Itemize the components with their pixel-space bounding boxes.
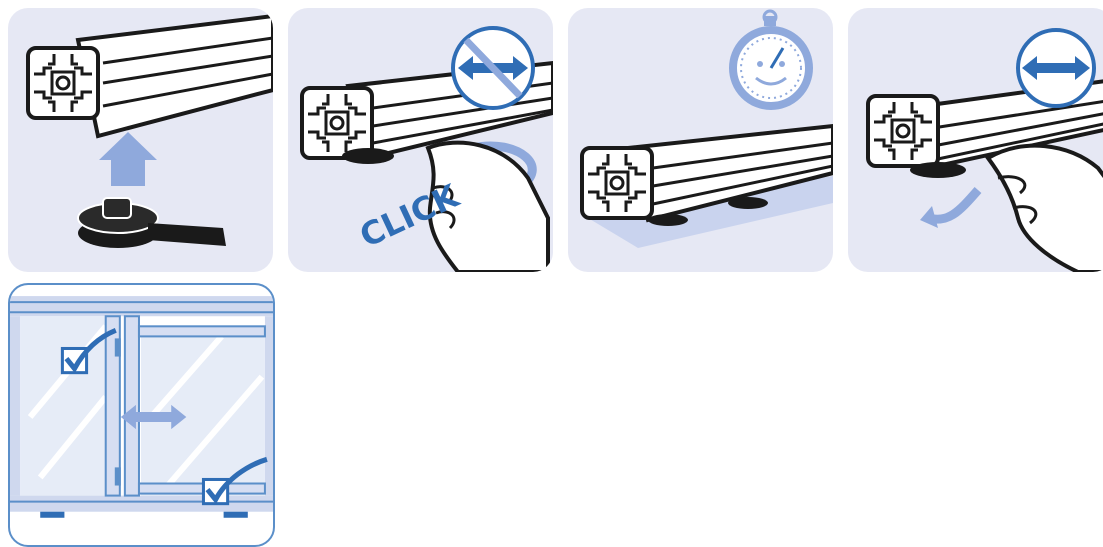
leveling-foot — [78, 198, 226, 248]
horizontal-movement-icon — [1018, 30, 1094, 106]
step-5-illustration — [10, 285, 275, 547]
step-2-illustration: CLICK — [288, 8, 553, 272]
stopwatch-icon — [733, 11, 809, 106]
leveling-foot — [910, 162, 966, 178]
aluminium-profile — [78, 16, 273, 136]
step-3-panel — [568, 8, 833, 272]
step-3-illustration — [568, 8, 833, 272]
profile-end-face — [28, 48, 98, 118]
step-4-panel — [848, 8, 1103, 272]
rotate-arrow-icon — [928, 190, 978, 219]
top-frame-rail — [10, 296, 275, 316]
hand — [988, 146, 1103, 272]
profile-end-face — [868, 96, 938, 166]
step-1-panel — [8, 8, 273, 272]
profile-end-face — [302, 88, 372, 158]
leveling-foot — [342, 148, 394, 164]
arrow-up-icon — [99, 132, 157, 186]
foot-left — [40, 512, 64, 518]
step-1-illustration — [8, 8, 273, 272]
foot-right — [224, 512, 248, 518]
bottom-frame-rail — [10, 496, 275, 512]
step-4-illustration — [848, 8, 1103, 272]
step-2-panel: CLICK — [288, 8, 553, 272]
step-5-panel — [8, 283, 275, 547]
profile-end-face — [582, 148, 652, 218]
no-horizontal-movement-icon — [453, 28, 533, 108]
